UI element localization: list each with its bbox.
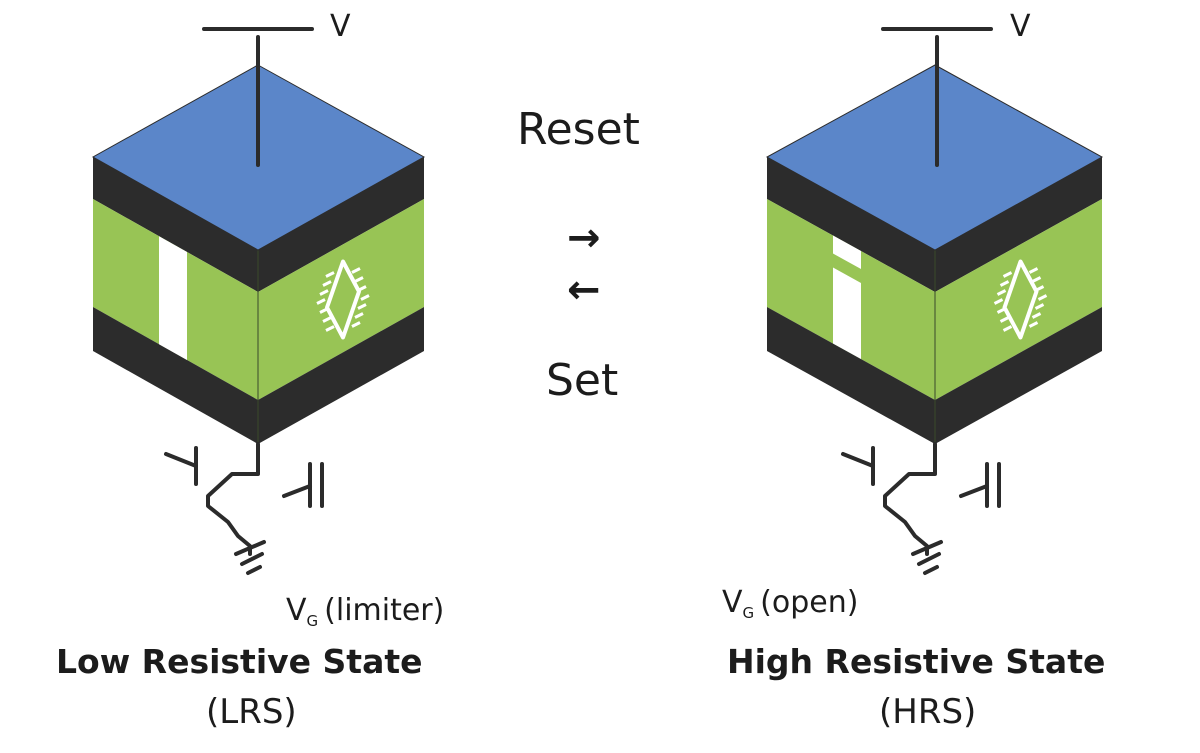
chip-pin — [1028, 267, 1039, 274]
filament-lower-segment — [833, 267, 861, 360]
ground-line — [917, 552, 941, 566]
lrs-voltage-label: V — [330, 9, 351, 44]
ground-line — [234, 540, 266, 556]
ground-line — [923, 565, 939, 575]
chip-pin — [357, 303, 367, 310]
filament-upper-stub — [833, 235, 861, 270]
drain-source-path — [883, 442, 937, 556]
hrs-state-title: High Resistive State — [727, 642, 1106, 681]
hrs-gate-voltage-label: VG(open) — [722, 585, 859, 622]
chip-pin — [1002, 325, 1013, 332]
chip-pin — [322, 316, 332, 323]
chip-pin — [325, 271, 335, 278]
chip-pin — [999, 280, 1010, 287]
chip-pin — [325, 325, 335, 332]
chip-pin — [319, 289, 329, 296]
reset-operation-label: Reset — [517, 104, 640, 155]
transistor-schematic — [164, 442, 324, 575]
reset-arrow-icon: → — [567, 215, 601, 261]
chip-outline — [325, 259, 361, 340]
right-top-electrode — [258, 157, 424, 292]
chip-pin — [319, 307, 329, 314]
gate-lead — [164, 452, 198, 468]
chip-pin — [354, 312, 364, 319]
set-arrow-icon: ← — [567, 267, 601, 313]
chip-icon — [316, 259, 370, 340]
ground-line — [246, 565, 262, 575]
chip-pin — [360, 294, 370, 301]
lrs-gate-voltage-label: VG(limiter) — [286, 593, 445, 630]
right-oxide-layer — [258, 199, 424, 400]
chip-pin — [322, 280, 332, 287]
chip-pin — [357, 285, 367, 292]
drain-source-path — [206, 442, 260, 556]
chip-pin — [354, 276, 364, 283]
hrs-memristor-cell — [765, 27, 1104, 575]
hrs-state-abbreviation: (HRS) — [879, 692, 977, 732]
top-face — [765, 64, 1104, 251]
chip-pin — [1037, 294, 1048, 301]
lrs-state-title: Low Resistive State — [56, 642, 423, 681]
gate-lead — [841, 452, 875, 468]
lrs-state-abbreviation: (LRS) — [206, 692, 297, 732]
lrs-memristor-cell — [91, 27, 426, 575]
conductive-filament — [159, 236, 187, 360]
chip-pin — [1034, 303, 1045, 310]
ground-line — [240, 552, 264, 566]
chip-pin — [1031, 312, 1042, 319]
left-bottom-electrode — [93, 307, 258, 444]
hrs-voltage-label: V — [1010, 9, 1031, 44]
right-bottom-electrode — [258, 307, 424, 444]
capacitor-lead — [959, 484, 989, 498]
right-oxide-layer — [935, 199, 1102, 400]
right-top-electrode — [935, 157, 1102, 292]
chip-pin — [993, 298, 1004, 305]
left-top-electrode — [767, 157, 935, 292]
set-operation-label: Set — [546, 355, 619, 406]
chip-pin — [1028, 321, 1039, 328]
left-bottom-electrode — [767, 307, 935, 444]
left-top-electrode — [93, 157, 258, 292]
chip-pin — [999, 316, 1010, 323]
chip-pin — [996, 289, 1007, 296]
chip-pin — [1002, 271, 1013, 278]
chip-pin — [996, 307, 1007, 314]
ground-line — [911, 540, 943, 556]
transistor-schematic — [841, 442, 1001, 575]
chip-outline — [1002, 259, 1039, 340]
chip-pin — [316, 298, 326, 305]
chip-icon — [993, 259, 1048, 340]
chip-pin — [351, 267, 361, 274]
capacitor-lead — [282, 484, 312, 498]
chip-pin — [1031, 276, 1042, 283]
right-bottom-electrode — [935, 307, 1102, 444]
chip-pin — [351, 321, 361, 328]
chip-pin — [1034, 285, 1045, 292]
